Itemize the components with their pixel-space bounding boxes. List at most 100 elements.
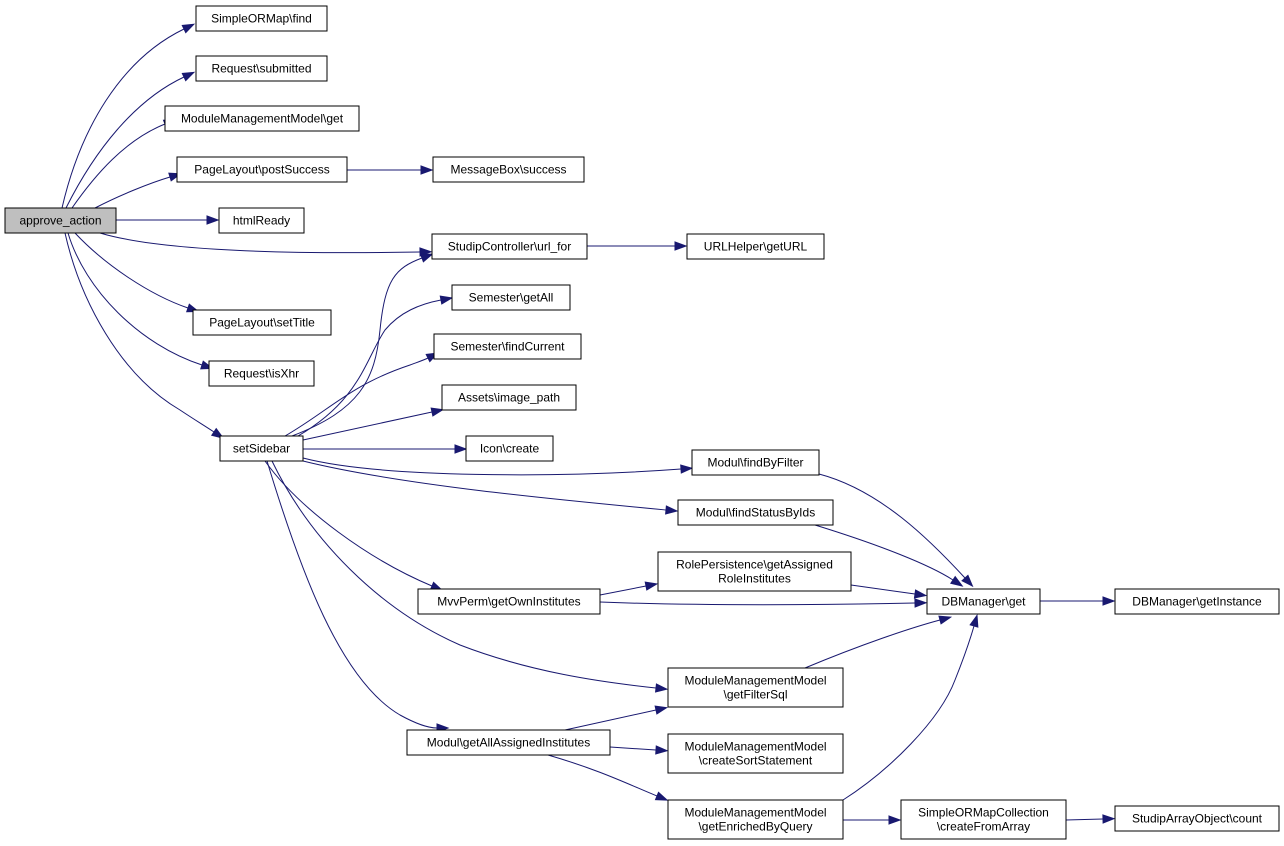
node-label: PageLayout\setTitle	[209, 316, 315, 330]
node-modul_findbyfilter[interactable]: Modul\findByFilter	[691, 449, 820, 476]
edge-mvvperm_getowninstitutes-to-dbmanager_get	[599, 598, 928, 608]
node-urlhelper_geturl[interactable]: URLHelper\getURL	[686, 233, 825, 260]
edge-setsidebar-to-mmm_getfiltersql	[271, 460, 669, 693]
node-studipcontroller_url_for[interactable]: StudipController\url_for	[431, 233, 588, 260]
edge-mmm_getfiltersql-to-dbmanager_get	[804, 615, 953, 669]
node-label: Assets\image_path	[458, 391, 560, 405]
node-mmm_getfiltersql[interactable]: ModuleManagementModel\getFilterSql	[667, 667, 844, 708]
edge-simpleormapcollection_createfromarray-to-studiparrayobject_count	[1065, 814, 1116, 824]
node-label: PageLayout\postSuccess	[194, 163, 329, 177]
node-pagelayout_settitle[interactable]: PageLayout\setTitle	[192, 309, 332, 336]
node-simpleormapcollection_createfromarray[interactable]: SimpleORMapCollection\createFromArray	[900, 799, 1067, 840]
node-label: Icon\create	[480, 442, 540, 456]
node-label: SimpleORMap\find	[211, 12, 312, 26]
edge-approve_action-to-request_isxhr	[67, 232, 214, 370]
node-box	[441, 384, 577, 411]
arrowhead	[654, 705, 669, 715]
call-edges	[61, 23, 1116, 825]
node-studiparrayobject_count[interactable]: StudipArrayObject\count	[1114, 805, 1280, 832]
node-label: Modul\findStatusByIds	[696, 506, 815, 520]
node-modul_findstatusbyids[interactable]: Modul\findStatusByIds	[677, 499, 834, 526]
node-box	[677, 499, 834, 526]
node-semester_getall[interactable]: Semester\getAll	[451, 284, 571, 311]
arrowhead	[655, 683, 669, 693]
node-label: StudipController\url_for	[448, 240, 571, 254]
node-semester_findcurrent[interactable]: Semester\findCurrent	[433, 333, 582, 360]
edge-mmm_getenrichedbyquery-to-dbmanager_get	[842, 614, 979, 801]
node-mmm_getenrichedbyquery[interactable]: ModuleManagementModel\getEnrichedByQuery	[667, 799, 844, 840]
arrowhead	[430, 407, 445, 417]
node-box	[218, 207, 305, 234]
node-box	[406, 729, 611, 756]
node-box	[219, 435, 304, 462]
node-messagebox_success[interactable]: MessageBox\success	[432, 156, 585, 183]
edge-modul_findbyfilter-to-dbmanager_get	[818, 473, 974, 588]
arrowhead	[420, 165, 434, 175]
node-label: Modul\findByFilter	[707, 456, 803, 470]
node-box	[4, 207, 117, 234]
arrowhead	[961, 574, 974, 588]
node-box	[192, 309, 332, 336]
arrowhead	[181, 23, 196, 34]
arrowhead	[181, 71, 196, 82]
arrowhead	[888, 815, 902, 825]
edge-modul_findstatusbyids-to-dbmanager_get	[814, 524, 964, 587]
node-label: DBManager\getInstance	[1132, 595, 1262, 609]
arrowhead	[969, 614, 979, 628]
node-dbmanager_get[interactable]: DBManager\get	[926, 588, 1041, 615]
node-label: \createFromArray	[937, 820, 1030, 834]
node-request_isxhr[interactable]: Request\isXhr	[208, 360, 315, 387]
node-mvvperm_getowninstitutes[interactable]: MvvPerm\getOwnInstitutes	[417, 588, 601, 615]
node-setsidebar[interactable]: setSidebar	[219, 435, 304, 462]
edge-studipcontroller_url_for-to-urlhelper_geturl	[587, 241, 688, 251]
node-request_submitted[interactable]: Request\submitted	[195, 55, 328, 82]
edge-mvvperm_getowninstitutes-to-rolepersistence	[599, 581, 659, 596]
node-dbmanager_getinstance[interactable]: DBManager\getInstance	[1114, 588, 1280, 615]
node-icon_create[interactable]: Icon\create	[465, 435, 554, 462]
arrowhead	[419, 253, 434, 263]
node-box	[195, 55, 328, 82]
node-label: MvvPerm\getOwnInstitutes	[437, 595, 580, 609]
node-box	[451, 284, 571, 311]
arrowhead	[914, 598, 928, 608]
edge-modul_getallassignedinstitutes-to-mmm_createsortstatement	[609, 745, 669, 755]
node-modul_getallassignedinstitutes[interactable]: Modul\getAllAssignedInstitutes	[406, 729, 611, 756]
arrowhead	[1102, 814, 1116, 824]
arrowhead	[454, 444, 468, 454]
arrowhead	[950, 575, 964, 587]
node-htmlready[interactable]: htmlReady	[218, 207, 305, 234]
node-label: ModuleManagementModel	[684, 674, 826, 688]
node-box	[431, 233, 588, 260]
node-label: ModuleManagementModel	[684, 806, 826, 820]
node-label: MessageBox\success	[450, 163, 566, 177]
node-assets_image_path[interactable]: Assets\image_path	[441, 384, 577, 411]
edge-modul_getallassignedinstitutes-to-mmm_getenrichedbyquery	[547, 754, 669, 801]
node-box	[686, 233, 825, 260]
node-box	[691, 449, 820, 476]
node-box	[432, 156, 585, 183]
call-nodes: approve_action SimpleORMap\findRequest\su…	[4, 5, 1280, 840]
node-box	[926, 588, 1041, 615]
node-approve_action[interactable]: approve_action	[4, 207, 117, 234]
node-box	[657, 551, 852, 592]
node-box	[667, 799, 844, 840]
node-label: Semester\getAll	[469, 291, 554, 305]
edge-setsidebar-to-assets_image_path	[302, 407, 445, 441]
node-simpleormap_find[interactable]: SimpleORMap\find	[195, 5, 328, 32]
node-mmm_createsortstatement[interactable]: ModuleManagementModel\createSortStatemen…	[667, 733, 844, 774]
node-label: Semester\findCurrent	[450, 340, 565, 354]
node-label: RolePersistence\getAssigned	[676, 558, 833, 572]
node-rolepersistence[interactable]: RolePersistence\getAssignedRoleInstitute…	[657, 551, 852, 592]
node-box	[208, 360, 315, 387]
node-mmm_get[interactable]: ModuleManagementModel\get	[164, 105, 360, 132]
node-label: ModuleManagementModel\get	[181, 112, 344, 126]
arrowhead	[665, 505, 679, 515]
edge-dbmanager_get-to-dbmanager_getinstance	[1040, 596, 1116, 606]
edge-setsidebar-to-icon_create	[303, 444, 468, 454]
node-box	[465, 435, 554, 462]
node-label: StudipArrayObject\count	[1132, 812, 1263, 826]
arrowhead	[644, 581, 659, 591]
node-pagelayout_postsuccess[interactable]: PageLayout\postSuccess	[176, 156, 348, 183]
edge-modul_getallassignedinstitutes-to-mmm_getfiltersql	[564, 705, 669, 731]
node-box	[900, 799, 1067, 840]
